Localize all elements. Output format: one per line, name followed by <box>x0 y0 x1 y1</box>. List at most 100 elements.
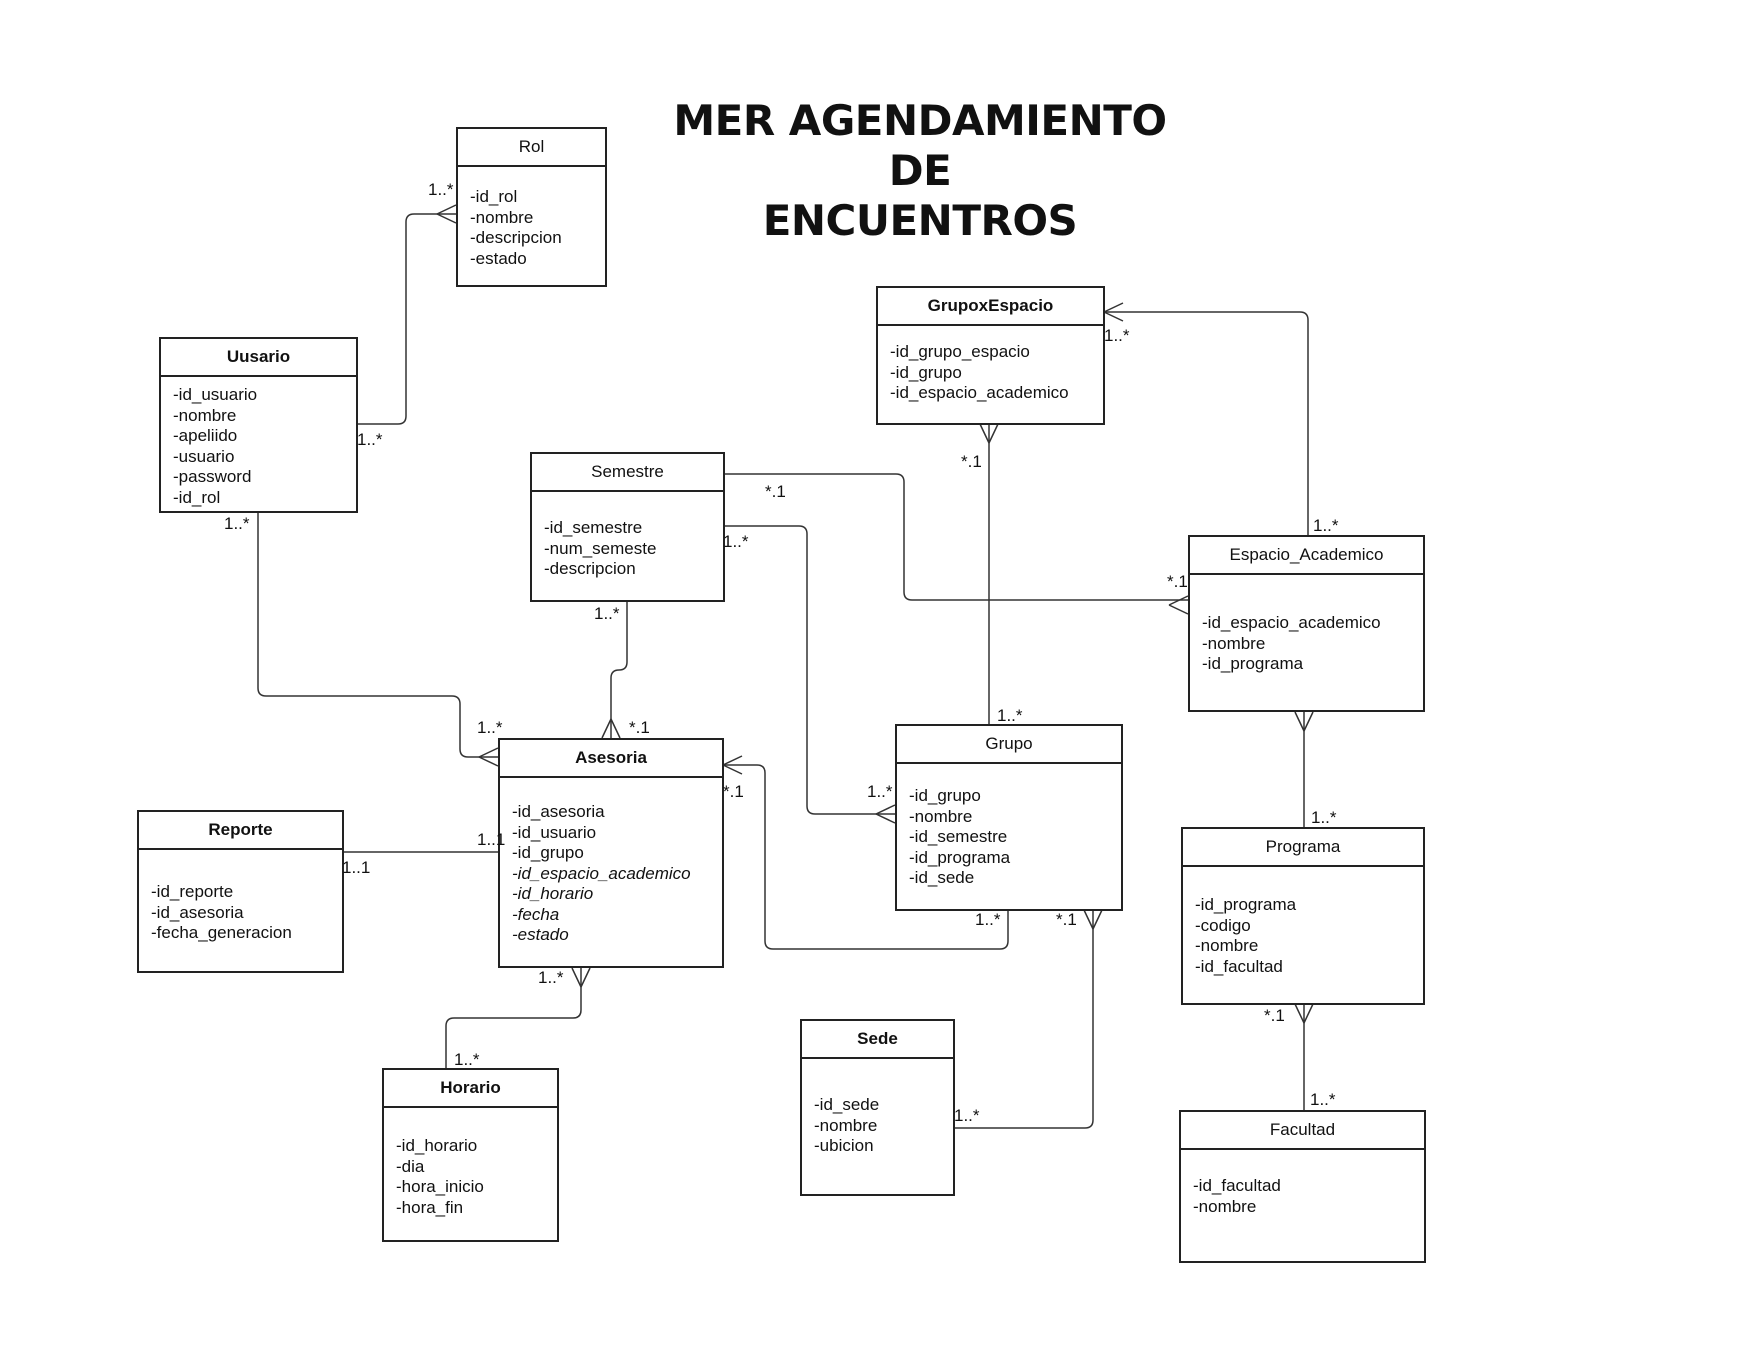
entity-rol-name: Rol <box>458 129 605 167</box>
attribute: -estado <box>512 925 569 944</box>
attribute: -id_rol <box>173 487 221 507</box>
rel-grupo-sede <box>954 910 1094 1129</box>
entity-facultad[interactable]: Facultad -id_facultad -nombre <box>1179 1110 1426 1263</box>
cardinality-label: 1..* <box>477 718 503 737</box>
entity-grupoxespacio-name: GrupoxEspacio <box>878 288 1103 326</box>
attribute: -id_asesoria <box>512 802 605 821</box>
rel-usuario-rol <box>356 213 456 425</box>
attribute: -fecha_generacion <box>151 923 292 942</box>
entity-asesoria-name: Asesoria <box>500 740 722 778</box>
entity-sede[interactable]: Sede -id_sede -nombre -ubicion <box>800 1019 955 1196</box>
attribute: -codigo <box>1195 915 1251 935</box>
entity-rol[interactable]: Rol -id_rol -nombre -descripcion -estado <box>456 127 607 287</box>
attribute: -descripcion <box>544 559 636 578</box>
rel-semestre-grupo <box>723 525 895 815</box>
rel-semestre-espacio <box>723 473 1188 601</box>
cardinality-label: 1..* <box>1310 1090 1336 1109</box>
attribute: -id_programa <box>909 847 1011 867</box>
crowfoot-programa-facultad <box>1294 1003 1314 1024</box>
entity-horario-name: Horario <box>384 1070 557 1108</box>
attribute: -nombre <box>173 405 237 425</box>
crowfoot-grupoxespacio-espacio <box>1103 302 1124 322</box>
attribute: -id_asesoria <box>151 902 244 922</box>
attribute: -id_sede <box>909 868 975 887</box>
entity-espacio-academico[interactable]: Espacio_Academico -id_espacio_academico … <box>1188 535 1425 712</box>
attribute: -id_grupo <box>512 843 584 862</box>
attribute: -id_grupo_espacio <box>890 342 1030 361</box>
rel-asesoria-horario <box>445 968 582 1068</box>
entity-espacio-academico-name: Espacio_Academico <box>1190 537 1423 575</box>
crowfoot-asesoria-grupo <box>722 755 743 775</box>
entity-semestre-name: Semestre <box>532 454 723 492</box>
entity-semestre-attributes: -id_semestre -num_semeste -descripcion <box>532 492 723 580</box>
crowfoot-grupo-sede <box>1083 909 1103 930</box>
attribute: -id_facultad <box>1193 1176 1281 1195</box>
rel-grupoxespacio-espacio <box>1104 311 1309 535</box>
cardinality-label: 1..* <box>1104 326 1130 345</box>
cardinality-label: *.1 <box>1056 910 1077 929</box>
cardinality-label: *.1 <box>1167 572 1188 591</box>
rel-asesoria-grupo <box>723 764 1009 950</box>
entity-sede-name: Sede <box>802 1021 953 1059</box>
entity-facultad-name: Facultad <box>1181 1112 1424 1150</box>
crowfoot-asesoria-usuario <box>478 747 499 767</box>
cardinality-label: 1..* <box>1311 808 1337 827</box>
attribute: -nombre <box>1202 633 1266 653</box>
entity-facultad-attributes: -id_facultad -nombre <box>1181 1150 1424 1217</box>
attribute: -id_rol <box>470 187 518 206</box>
crowfoot-grupo-semestre <box>875 804 896 824</box>
entity-horario-attributes: -id_horario -dia -hora_inicio -hora_fin <box>384 1108 557 1218</box>
entity-programa[interactable]: Programa -id_programa -codigo -nombre -i… <box>1181 827 1425 1005</box>
attribute: -id_horario <box>512 884 594 903</box>
cardinality-label: 1..* <box>997 706 1023 725</box>
entity-grupoxespacio-attributes: -id_grupo_espacio -id_grupo -id_espacio_… <box>878 326 1103 404</box>
attribute: -id_programa <box>1195 895 1297 914</box>
entity-espacio-academico-attributes: -id_espacio_academico -nombre -id_progra… <box>1190 575 1423 675</box>
crowfoot-espacio-semestre <box>1168 595 1189 615</box>
cardinality-label: 1..* <box>428 180 454 199</box>
entity-usuario[interactable]: Uusario -id_usuario -nombre -apeliido -u… <box>159 337 358 513</box>
attribute: -password <box>173 467 252 486</box>
cardinality-label: *.1 <box>629 718 650 737</box>
entity-horario[interactable]: Horario -id_horario -dia -hora_inicio -h… <box>382 1068 559 1242</box>
crowfoot-rol <box>436 204 457 224</box>
cardinality-label: 1..1 <box>342 858 371 877</box>
cardinality-label: *.1 <box>765 482 786 501</box>
entity-reporte-attributes: -id_reporte -id_asesoria -fecha_generaci… <box>139 850 342 944</box>
entity-programa-attributes: -id_programa -codigo -nombre -id_faculta… <box>1183 867 1423 977</box>
entity-reporte-name: Reporte <box>139 812 342 850</box>
attribute: -nombre <box>1193 1196 1257 1216</box>
cardinality-label: *.1 <box>723 782 744 801</box>
entity-usuario-attributes: -id_usuario -nombre -apeliido -usuario -… <box>161 377 356 508</box>
attribute: -nombre <box>1195 936 1259 955</box>
attribute: -hora_fin <box>396 1197 464 1217</box>
entity-asesoria-attributes: -id_asesoria -id_usuario -id_grupo -id_e… <box>500 778 722 946</box>
entity-grupo-attributes: -id_grupo -nombre -id_semestre -id_progr… <box>897 764 1121 889</box>
cardinality-label: 1..* <box>594 604 620 623</box>
attribute: -id_grupo <box>890 362 962 382</box>
attribute: -id_facultad <box>1195 956 1283 976</box>
entity-grupo[interactable]: Grupo -id_grupo -nombre -id_semestre -id… <box>895 724 1123 911</box>
entity-grupoxespacio[interactable]: GrupoxEspacio -id_grupo_espacio -id_grup… <box>876 286 1105 425</box>
attribute: -descripcion <box>470 228 562 247</box>
title-line-1: MER AGENDAMIENTO DE <box>673 96 1167 195</box>
cardinality-label: *.1 <box>1264 1006 1285 1025</box>
entity-rol-attributes: -id_rol -nombre -descripcion -estado <box>458 167 605 269</box>
attribute: -id_espacio_academico <box>890 383 1069 402</box>
entity-asesoria[interactable]: Asesoria -id_asesoria -id_usuario -id_gr… <box>498 738 724 968</box>
cardinality-label: 1..1 <box>477 830 506 849</box>
cardinality-label: 1..* <box>357 430 383 449</box>
attribute: -id_usuario <box>512 822 597 842</box>
cardinality-label: 1..* <box>538 968 564 987</box>
entity-programa-name: Programa <box>1183 829 1423 867</box>
attribute: -id_reporte <box>151 882 234 901</box>
diagram-title: MER AGENDAMIENTO DE ENCUENTROS <box>640 96 1200 246</box>
attribute: -dia <box>396 1156 425 1176</box>
attribute: -apeliido <box>173 426 238 445</box>
attribute: -id_espacio_academico <box>1202 613 1381 632</box>
entity-sede-attributes: -id_sede -nombre -ubicion <box>802 1059 953 1157</box>
entity-reporte[interactable]: Reporte -id_reporte -id_asesoria -fecha_… <box>137 810 344 973</box>
entity-semestre[interactable]: Semestre -id_semestre -num_semeste -desc… <box>530 452 725 602</box>
attribute: -usuario <box>173 446 235 466</box>
